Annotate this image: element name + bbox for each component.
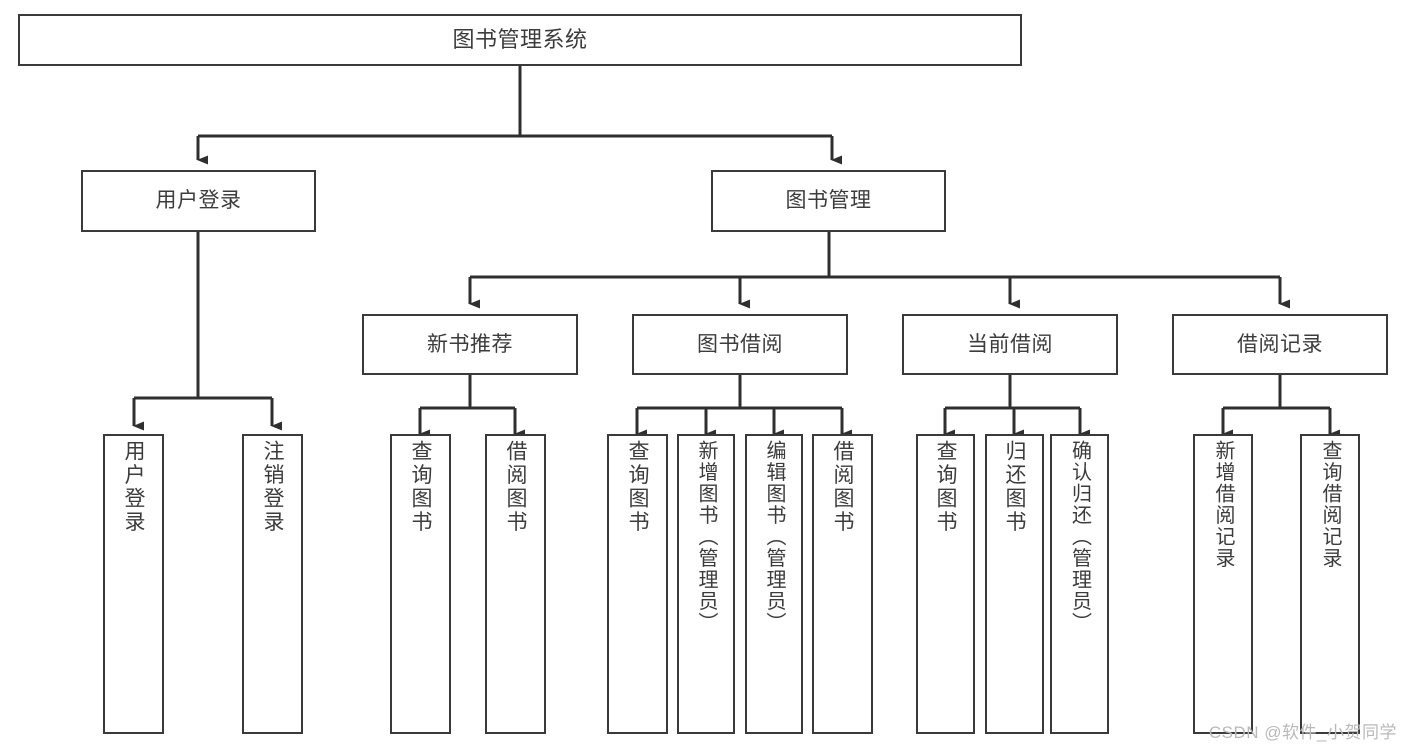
leaf-new-book-query-book[interactable]: 查询图书 — [390, 434, 451, 734]
node-label: 归还图书 — [1003, 440, 1026, 534]
node-label: 借阅记录 — [1237, 332, 1323, 356]
leaf-user-login-login[interactable]: 用户登录 — [103, 434, 164, 734]
node-label: 查询借阅记录 — [1319, 440, 1341, 569]
leaf-book-borrow-add-book-admin[interactable]: 新增图书（管理员） — [677, 434, 735, 734]
node-label: 图书管理 — [785, 189, 872, 213]
node-label: 新书推荐 — [427, 332, 513, 356]
node-label: 图书管理系统 — [452, 26, 588, 52]
node-label: 新增图书（管理员） — [695, 440, 717, 634]
node-label: 新增借阅记录 — [1212, 440, 1234, 569]
node-label: 查询图书 — [409, 440, 432, 534]
node-label: 查询图书 — [934, 440, 957, 534]
node-new-book-recommend[interactable]: 新书推荐 — [362, 314, 578, 375]
node-label: 借阅图书 — [504, 440, 527, 534]
node-label: 确认归还（管理员） — [1068, 440, 1091, 634]
node-label: 注销登录 — [261, 440, 284, 534]
leaf-book-borrow-borrow-book[interactable]: 借阅图书 — [812, 434, 873, 734]
leaf-user-login-logout[interactable]: 注销登录 — [242, 434, 303, 734]
node-label: 用户登录 — [155, 189, 242, 213]
leaf-current-borrow-confirm-return-admin[interactable]: 确认归还（管理员） — [1050, 434, 1109, 734]
node-label: 查询图书 — [626, 440, 649, 534]
leaf-borrow-record-add-record[interactable]: 新增借阅记录 — [1193, 434, 1253, 734]
node-borrow-record[interactable]: 借阅记录 — [1172, 314, 1388, 375]
leaf-current-borrow-return-book[interactable]: 归还图书 — [985, 434, 1044, 734]
node-label: 图书借阅 — [697, 332, 783, 356]
node-label: 编辑图书（管理员） — [763, 440, 785, 634]
node-label: 用户登录 — [122, 440, 145, 534]
leaf-borrow-record-query-record[interactable]: 查询借阅记录 — [1300, 434, 1360, 734]
node-user-login[interactable]: 用户登录 — [81, 170, 316, 232]
node-current-borrow[interactable]: 当前借阅 — [902, 314, 1118, 375]
leaf-new-book-borrow-book[interactable]: 借阅图书 — [485, 434, 546, 734]
node-label: 借阅图书 — [831, 440, 854, 534]
node-label: 当前借阅 — [967, 332, 1053, 356]
node-root-book-management-system[interactable]: 图书管理系统 — [18, 14, 1022, 66]
leaf-book-borrow-edit-book-admin[interactable]: 编辑图书（管理员） — [745, 434, 803, 734]
csdn-watermark: CSDN @软件_小贺同学 — [1208, 723, 1397, 742]
node-book-management[interactable]: 图书管理 — [711, 170, 946, 232]
leaf-book-borrow-query-book[interactable]: 查询图书 — [607, 434, 668, 734]
node-book-borrow[interactable]: 图书借阅 — [632, 314, 848, 375]
leaf-current-borrow-query-book[interactable]: 查询图书 — [916, 434, 975, 734]
